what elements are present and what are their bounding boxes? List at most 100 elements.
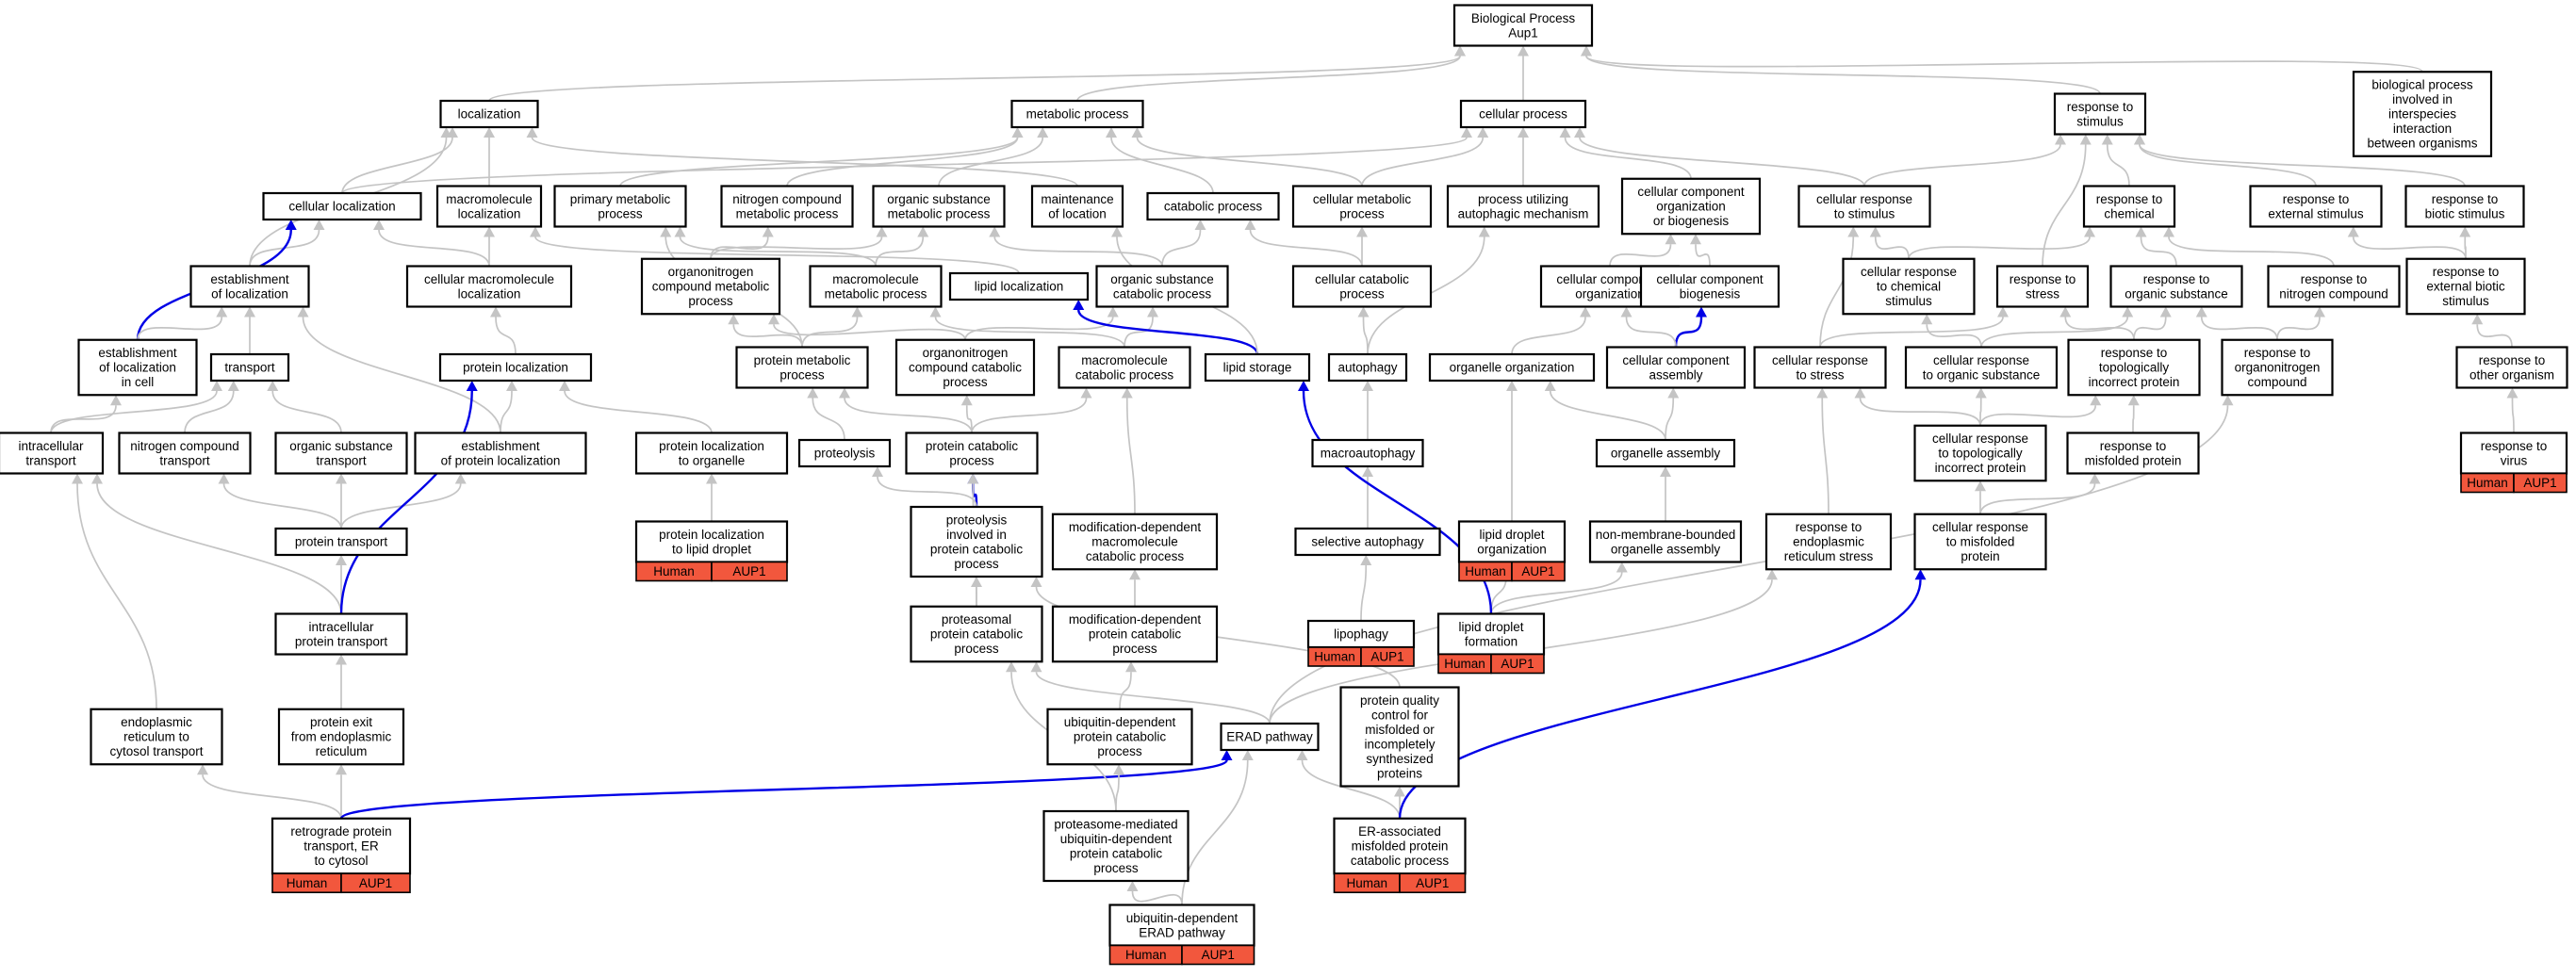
edge-epl-to-eloc xyxy=(302,317,501,433)
go-term-catp[interactable]: catabolic process xyxy=(1146,191,1280,221)
edge-crtip-to-rtip xyxy=(1979,405,2097,426)
go-term-lst[interactable]: lipid storage xyxy=(1204,352,1311,383)
arrowhead-icon xyxy=(1244,220,1256,230)
term-label-line: organelle assembly xyxy=(1611,447,1721,461)
arrowhead-icon xyxy=(559,381,570,391)
arrowhead-icon xyxy=(660,226,672,237)
term-label-line: catabolic process xyxy=(1086,549,1185,563)
go-term-cell[interactable]: cellular process xyxy=(1459,99,1587,129)
arrowhead-icon xyxy=(2122,306,2134,318)
go-term-macr[interactable]: macroautophagy xyxy=(1311,438,1424,468)
go-term-pt[interactable]: protein transport xyxy=(274,527,408,557)
edge-uderad-to-erad xyxy=(1181,759,1249,905)
go-term-oasm[interactable]: organelle assembly xyxy=(1595,438,1736,468)
go-term-lloc[interactable]: lipid localization xyxy=(948,271,1090,301)
edge-cmp-to-met xyxy=(1136,137,1363,187)
arrowhead-icon xyxy=(2195,306,2207,318)
term-label-line: protein xyxy=(1961,549,1999,563)
go-term-cloc[interactable]: cellular localization xyxy=(262,191,422,221)
go-term-loc[interactable]: localization xyxy=(439,99,539,129)
arrowhead-icon xyxy=(2127,395,2140,406)
term-label-line: organization xyxy=(1656,200,1726,214)
go-term-trans[interactable]: transport xyxy=(209,352,290,383)
go-term-pmud[interactable]: proteasome-mediatedubiquitin-dependentpr… xyxy=(1042,809,1190,883)
go-term-met[interactable]: metabolic process xyxy=(1010,99,1144,129)
edge-rts-to-bp xyxy=(1585,56,2101,94)
go-term-oorg[interactable]: organelle organization xyxy=(1428,352,1596,383)
edge-pcp-to-onccp xyxy=(965,405,973,433)
go-term-mdmcp[interactable]: modification-dependentmacromoleculecatab… xyxy=(1051,513,1219,571)
go-term-erad[interactable]: ERAD pathway xyxy=(1220,722,1320,752)
arrowhead-icon xyxy=(526,127,538,138)
go-term-sa[interactable]: selective autophagy xyxy=(1294,527,1441,557)
go-term-ploc[interactable]: protein localization xyxy=(438,352,593,383)
go-term-autoph[interactable]: autophagy xyxy=(1327,352,1408,383)
go-term-prot[interactable]: proteolysis xyxy=(797,438,892,468)
